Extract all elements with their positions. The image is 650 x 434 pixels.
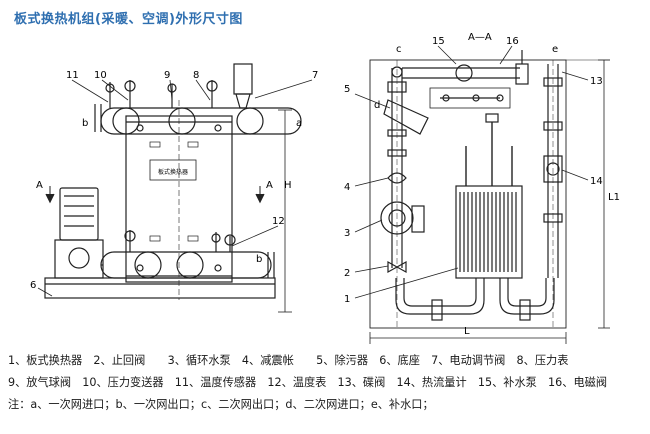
port-d: d [374, 100, 380, 111]
legend-line-1: 1、板式换热器 2、止回阀 3、循环水泵 4、减震帐 5、除污器 6、底座 7、… [8, 354, 569, 367]
exchanger-label: 板式换热器 [158, 168, 188, 176]
side-frame [369, 59, 567, 329]
callout-13: 13 [590, 76, 603, 87]
callout-8: 8 [193, 70, 199, 81]
callout-10: 10 [94, 70, 107, 81]
section-mark-left: A [36, 180, 43, 191]
base-frame [44, 277, 276, 299]
port-a: a [296, 118, 302, 129]
port-c: c [396, 44, 402, 55]
port-e: e [552, 44, 558, 55]
exchanger-nameplate [149, 159, 197, 181]
port-b-top: b [82, 118, 88, 129]
technical-drawing: 11 10 9 8 7 12 6 b a b A A H 板式换热器 [30, 32, 620, 344]
callout-7: 7 [312, 70, 318, 81]
callout-15: 15 [432, 36, 445, 47]
side-exchanger [455, 185, 523, 279]
callout-9: 9 [164, 70, 170, 81]
callout-2: 2 [344, 268, 350, 279]
port-b-bottom: b [256, 254, 262, 265]
callout-12: 12 [272, 216, 285, 227]
pump-casing [54, 239, 104, 279]
height-label-h: H [284, 180, 292, 191]
callout-4: 4 [344, 182, 350, 193]
front-view [37, 63, 313, 313]
callout-1: 1 [344, 294, 350, 305]
callout-5: 5 [344, 84, 350, 95]
legend-line-2: 9、放气球阀 10、压力变送器 11、温度传感器 12、温度表 13、碟阀 14… [8, 376, 608, 389]
callout-6: 6 [30, 280, 36, 291]
strainer [383, 99, 429, 135]
callout-14: 14 [590, 176, 603, 187]
side-view [354, 45, 610, 344]
drawing-title: 板式换热机组(采暖、空调)外形尺寸图 [14, 12, 243, 27]
height-label-l1: L1 [608, 192, 620, 203]
legend-line-3: 注：a、一次网进口；b、一次网出口；c、二次网出口；d、二次网进口；e、补水口； [8, 398, 434, 411]
callout-16: 16 [506, 36, 519, 47]
callout-3: 3 [344, 228, 350, 239]
section-mark-right: A [266, 180, 273, 191]
regulating-valve [233, 63, 253, 95]
makeup-pump [455, 64, 473, 82]
section-title-aa: A—A [468, 32, 492, 43]
length-label-l: L [464, 326, 470, 337]
callout-11: 11 [66, 70, 79, 81]
